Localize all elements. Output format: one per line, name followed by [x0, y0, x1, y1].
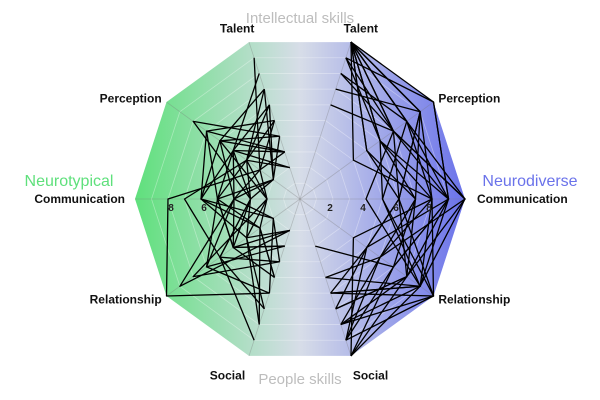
tick-label-right: 6: [393, 203, 399, 214]
tick-label-right: 4: [360, 203, 366, 214]
neurodiverse-profile-line: [335, 41, 450, 310]
neurotypical-profile-line: [232, 57, 285, 249]
grid-ring: [151, 57, 449, 341]
axis-label-right-relationship: Relationship: [438, 293, 510, 307]
neurotypical-profile-line: [183, 104, 271, 341]
neurodiverse-profile-line: [330, 41, 400, 294]
axis-label-left-talent: Talent: [220, 21, 254, 35]
axis-label-right-social: Social: [353, 369, 388, 383]
group-title-intellectual: Intellectual skills: [246, 10, 354, 27]
neurotypical-profile-line: [216, 149, 290, 249]
axis-label-right-talent: Talent: [344, 21, 378, 35]
axis-label-left-social: Social: [210, 369, 245, 383]
neurotypical-profile-line: [219, 104, 280, 263]
neurotypical-profile-line: [245, 88, 268, 310]
axis-line: [299, 41, 352, 200]
neurodiverse-profile-line: [340, 41, 435, 326]
tick-label-left: 6: [201, 203, 207, 214]
axis-label-left-perception: Perception: [100, 91, 162, 105]
axis-label-left-relationship: Relationship: [90, 293, 162, 307]
neurotypical-profile-line: [200, 130, 285, 262]
group-title-people: People skills: [258, 371, 341, 388]
neurodiverse-profile-line: [325, 41, 421, 279]
tick-label-right: 8: [426, 203, 432, 214]
neurodiverse-profile-line: [345, 57, 433, 357]
axis-label-right-communication: Communication: [477, 192, 568, 206]
legend-neurotypical: Neurotypical: [25, 173, 114, 190]
tick-label-left: 8: [168, 203, 174, 214]
axis-label-left-communication: Communication: [34, 192, 125, 206]
grid-ring: [283, 182, 317, 216]
tick-label-right: 2: [327, 203, 333, 214]
radar-background: [135, 42, 465, 356]
axis-label-right-perception: Perception: [438, 91, 500, 105]
neurotypical-profile-line: [165, 120, 276, 297]
legend-neurodiverse: Neurodiverse: [482, 173, 577, 190]
